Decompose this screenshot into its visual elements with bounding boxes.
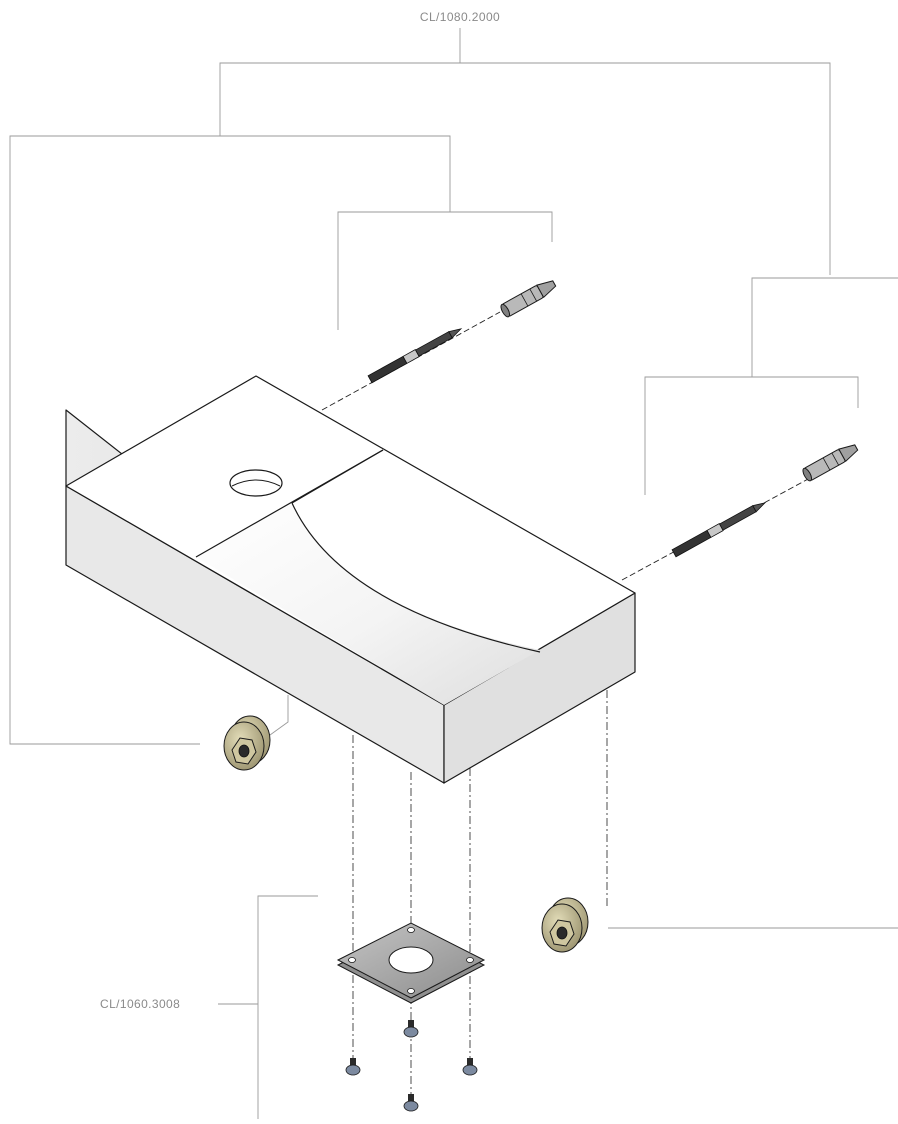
plate-screw — [403, 1094, 419, 1112]
wall-anchor-left — [500, 280, 557, 318]
basin-top-face — [65, 375, 636, 706]
wash-basin — [65, 375, 636, 784]
plate-screw — [462, 1058, 478, 1076]
part-number-label-plate: CL/1060.3008 — [100, 997, 181, 1011]
plate-screw — [345, 1058, 361, 1076]
basin-tap-hole — [229, 469, 283, 497]
leader-left-bracket — [9, 135, 451, 745]
leader-lines — [9, 28, 898, 1119]
basin-tap-hole-inner — [231, 479, 281, 487]
leader-top-bracket — [219, 62, 831, 275]
wall-anchor-right — [802, 444, 859, 482]
hanger-bolt-right — [671, 502, 767, 558]
basin-bowl-edge — [291, 502, 541, 653]
basin-bowl-recess — [196, 503, 540, 705]
leader-left-anchor-bracket — [337, 211, 553, 330]
mounting-washer-nut-right — [541, 897, 589, 953]
leader-left-nut — [269, 695, 289, 736]
hanger-bolt-left — [367, 328, 463, 384]
leader-right-bracket — [751, 277, 898, 377]
mounting-washer-nut-left — [223, 715, 271, 771]
part-number-label-top: CL/1080.2000 — [419, 10, 501, 24]
plate-screw — [403, 1020, 419, 1038]
basin-deck-edge-2 — [291, 449, 384, 504]
drain-mounting-plate — [336, 922, 486, 1004]
leader-plate-bracket — [257, 895, 318, 1119]
leader-right-anchor-bracket — [644, 376, 859, 495]
